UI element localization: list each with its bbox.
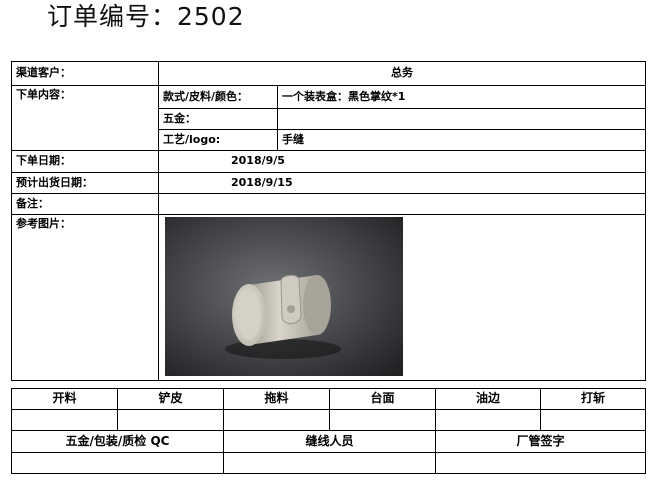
reference-photo-cell — [158, 214, 646, 381]
order-date-label: 下单日期： — [11, 150, 159, 173]
style-label: 款式/皮料/颜色： — [158, 85, 278, 109]
ship-date-label: 预计出货日期： — [11, 172, 159, 194]
reference-photo — [165, 217, 403, 376]
customer-row: 渠道客户： 总务 — [11, 61, 646, 86]
signoff-sewing-label: 缝线人员 — [223, 430, 436, 453]
process-step-edge-oil: 油边 — [435, 388, 541, 410]
process-step-table: 台面 — [329, 388, 436, 410]
process-step-cutting: 开料 — [11, 388, 118, 410]
customer-value: 总务 — [158, 61, 646, 86]
craft-value: 手缝 — [277, 129, 646, 151]
reference-label: 参考图片： — [11, 214, 159, 381]
process-section: 开料 铲皮 拖料 台面 油边 打斩 五金/包装/质检 QC 缝线人员 厂管签字 — [11, 388, 646, 474]
signoff-entry-cell[interactable] — [223, 452, 436, 474]
note-value — [158, 193, 646, 215]
note-label: 备注： — [11, 193, 159, 215]
craft-label: 工艺/logo: — [158, 129, 278, 151]
signoff-entry-row — [11, 452, 646, 474]
hardware-value — [277, 108, 646, 130]
content-label: 下单内容： — [11, 85, 159, 151]
order-date-row: 下单日期： 2018/9/5 — [11, 150, 646, 173]
process-step-dragging: 拖料 — [223, 388, 330, 410]
signoff-manager-label: 厂管签字 — [435, 430, 646, 453]
signoff-entry-cell[interactable] — [11, 452, 224, 474]
note-row: 备注： — [11, 193, 646, 215]
ship-date-row: 预计出货日期： 2018/9/15 — [11, 172, 646, 194]
process-step-skiving: 铲皮 — [117, 388, 224, 410]
process-entry-cell[interactable] — [540, 409, 646, 431]
process-entry-cell[interactable] — [117, 409, 224, 431]
process-step-punching: 打斩 — [540, 388, 646, 410]
process-table: 开料 铲皮 拖料 台面 油边 打斩 五金/包装/质检 QC 缝线人员 厂管签字 — [11, 388, 646, 474]
process-entry-cell[interactable] — [435, 409, 541, 431]
order-date-value: 2018/9/5 — [158, 150, 646, 173]
ship-date-value: 2018/9/15 — [158, 172, 646, 194]
signoff-header-row: 五金/包装/质检 QC 缝线人员 厂管签字 — [11, 430, 646, 453]
reference-row: 参考图片： — [11, 214, 646, 381]
process-entry-cell[interactable] — [223, 409, 330, 431]
style-row: 下单内容： 款式/皮料/颜色： 一个装表盒：黑色掌纹*1 — [11, 85, 646, 151]
signoff-entry-cell[interactable] — [435, 452, 646, 474]
order-info-table: 渠道客户： 总务 下单内容： 款式/皮料/颜色： 一个装表盒：黑色掌纹*1 五金… — [11, 61, 646, 381]
signoff-qc-label: 五金/包装/质检 QC — [11, 430, 224, 453]
style-value: 一个装表盒：黑色掌纹*1 — [277, 85, 646, 109]
order-form: 渠道客户： 总务 下单内容： 款式/皮料/颜色： 一个装表盒：黑色掌纹*1 五金… — [11, 61, 646, 381]
process-header-row: 开料 铲皮 拖料 台面 油边 打斩 — [11, 388, 646, 410]
process-entry-row — [11, 409, 646, 431]
process-entry-cell[interactable] — [329, 409, 436, 431]
order-number-title: 订单编号：2502 — [47, 2, 245, 31]
customer-label: 渠道客户： — [11, 61, 159, 86]
hardware-label: 五金： — [158, 108, 278, 130]
process-entry-cell[interactable] — [11, 409, 118, 431]
